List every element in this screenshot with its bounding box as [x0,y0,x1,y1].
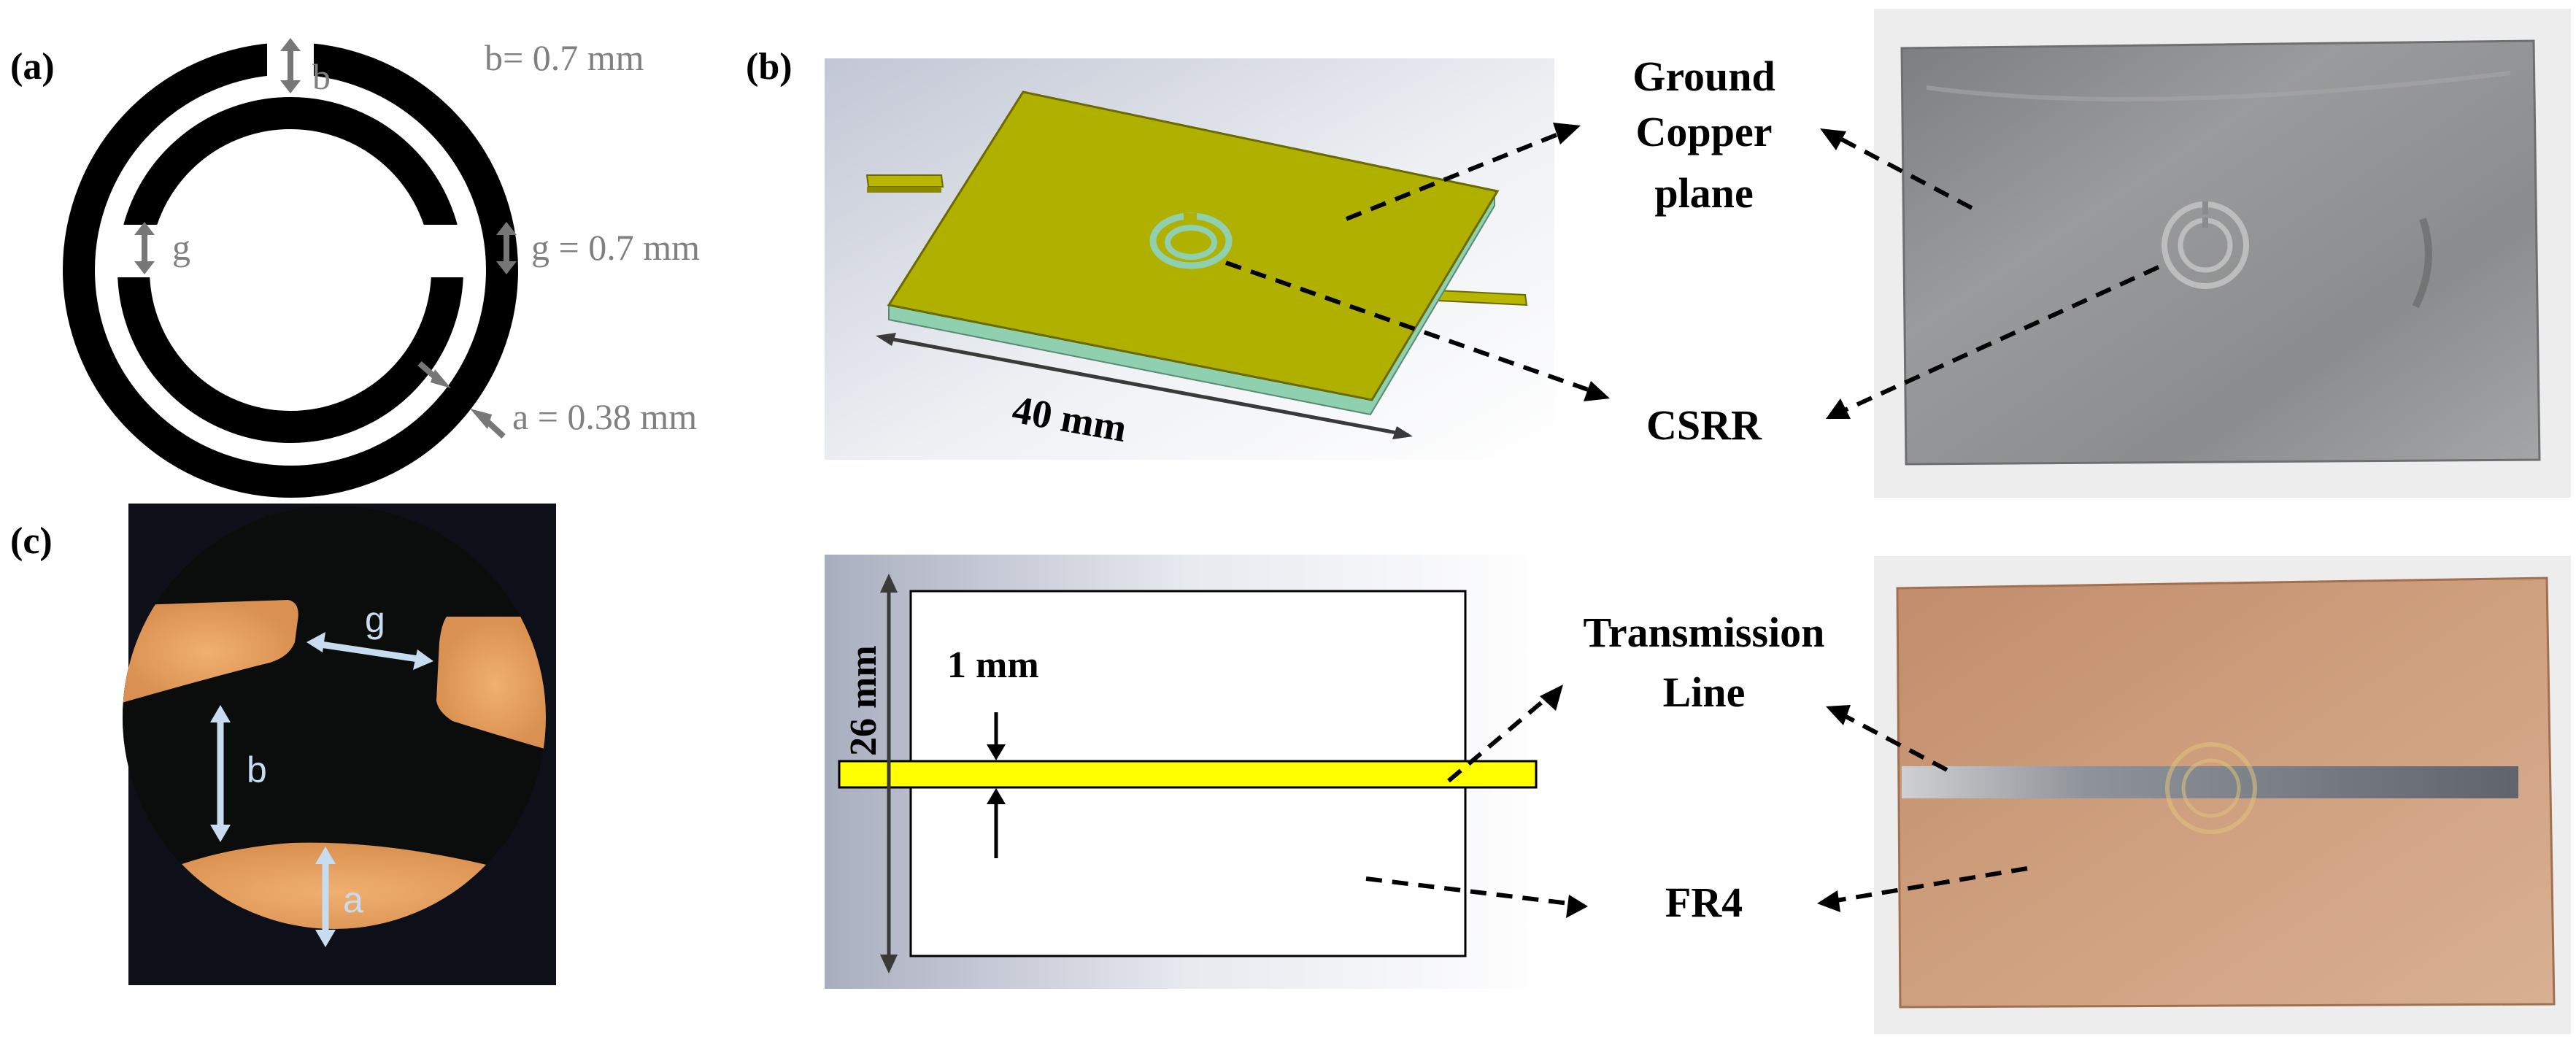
ground-label-line1: Ground [1632,53,1775,100]
dim-a-value: a = 0.38 mm [512,396,697,437]
dimension-arrows [134,38,517,439]
line-width-label: 1 mm [947,644,1039,686]
photo-trace [1902,766,2518,798]
ground-label-line2: Copper [1636,108,1773,155]
model-3d-view: 40 mm [825,58,1554,460]
micro-dim-g: g [365,599,385,640]
callout-arrowheads [1540,123,1851,918]
dim-b-value: b= 0.7 mm [485,37,644,78]
dimension-labels: b b= 0.7 mm g g = 0.7 mm a = 0.38 mm [172,37,700,437]
height-dimension-label: 26 mm [843,645,884,756]
micro-dim-b: b [247,749,267,790]
model-top-view: 26 mm 1 mm [825,555,1554,989]
panel-b: (b) 40 mm [746,9,2571,1034]
dim-b-symbol: b [312,56,331,97]
copper-top-face [887,90,1500,401]
inner-ring [117,97,463,443]
panel-b-label: (b) [746,46,793,88]
tline-label-line2: Line [1663,668,1746,716]
tline-label-line1: Transmission [1584,609,1825,656]
microscope-image: g b a [123,504,556,985]
photo-transmission-line [1874,556,2571,1034]
inner-ring-gap-right [406,225,471,277]
callout-labels: Ground Copper plane CSRR Transmission Li… [1584,53,1825,926]
micro-dim-a: a [343,879,363,920]
panel-c-label: (c) [10,520,53,562]
micro-dimension-labels: g b a [247,599,385,920]
micro-dimension-arrows [210,632,433,947]
dim-g-value: g = 0.7 mm [531,227,700,268]
model-csrr-inner [1165,225,1217,260]
ground-label-line3: plane [1654,169,1753,217]
photo-ground-plane [1874,9,2571,498]
panel-a: (a) [10,32,700,498]
fr4-label: FR4 [1665,879,1743,926]
transmission-line-trace [838,760,1538,789]
panel-c: (c) [10,504,556,985]
callout-arrows [1225,131,2160,906]
panel-a-label: (a) [10,46,55,88]
csrr-label: CSRR [1646,401,1762,449]
dim-g-symbol: g [172,227,190,268]
